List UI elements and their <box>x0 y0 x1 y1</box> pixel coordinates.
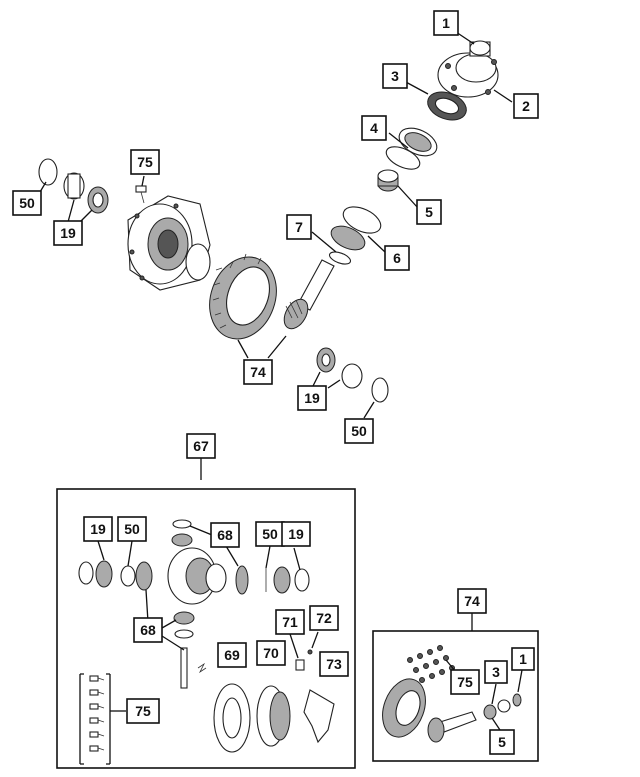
svg-text:50: 50 <box>124 521 140 537</box>
svg-text:74: 74 <box>464 593 480 609</box>
svg-text:67: 67 <box>193 438 209 454</box>
right-bearing-cup <box>341 363 363 389</box>
callout-19-left: 19 <box>53 220 83 246</box>
svg-text:3: 3 <box>492 664 500 680</box>
pinion-gear <box>283 259 335 330</box>
kit67-callout-19-b: 19 <box>281 521 311 547</box>
collapsible-spacer <box>377 169 399 192</box>
svg-text:19: 19 <box>288 526 304 542</box>
kit67-callout-75: 75 <box>126 698 160 724</box>
svg-text:19: 19 <box>304 390 320 406</box>
svg-text:68: 68 <box>140 622 156 638</box>
svg-text:2: 2 <box>522 98 530 114</box>
svg-text:69: 69 <box>224 647 240 663</box>
ring-gear <box>209 253 277 340</box>
svg-text:74: 74 <box>250 364 266 380</box>
kit-75-bracket-right <box>106 673 111 765</box>
left-side-bearing <box>87 186 109 214</box>
svg-text:68: 68 <box>217 527 233 543</box>
kit67-callout-19-a: 19 <box>83 516 113 542</box>
svg-text:1: 1 <box>519 651 527 667</box>
svg-text:1: 1 <box>442 15 450 31</box>
inner-pinion-bearing <box>330 206 382 251</box>
callout-50-low: 50 <box>344 418 374 444</box>
svg-text:71: 71 <box>282 614 298 630</box>
leader-lines-kit67 <box>97 525 319 712</box>
callout-50-left: 50 <box>12 190 42 216</box>
svg-text:5: 5 <box>498 734 506 750</box>
svg-text:5: 5 <box>425 204 433 220</box>
callout-2-top: 2 <box>513 93 539 119</box>
kit67-callout-72: 72 <box>309 605 339 631</box>
kit67-callout-69: 69 <box>217 642 247 668</box>
callout-74-mid: 74 <box>243 359 273 385</box>
outer-pinion-bearing <box>385 127 438 170</box>
pinion-seal <box>427 91 467 121</box>
right-shim <box>371 377 389 403</box>
left-bearing-cup <box>63 172 85 200</box>
kit67-callout-68-a: 68 <box>210 522 240 548</box>
svg-text:4: 4 <box>370 120 378 136</box>
kit-74-parts <box>382 645 522 743</box>
callout-7: 7 <box>286 214 312 240</box>
kit67-callout-50-b: 50 <box>255 521 285 547</box>
pinion-shim <box>328 251 352 265</box>
pinion-flange <box>437 40 499 98</box>
kit67-callout-73: 73 <box>319 651 349 677</box>
svg-text:3: 3 <box>391 68 399 84</box>
kit67-callout-71: 71 <box>275 609 305 635</box>
callout-4-top: 4 <box>361 115 387 141</box>
svg-text:50: 50 <box>19 195 35 211</box>
kit74-callout-3: 3 <box>484 660 508 684</box>
svg-text:50: 50 <box>262 526 278 542</box>
ring-gear-bolt <box>135 185 147 204</box>
kit74-callout-1: 1 <box>511 647 535 671</box>
kit-67-parts <box>78 519 335 753</box>
kit-74-frame <box>372 630 539 762</box>
callout-5-top: 5 <box>416 199 442 225</box>
kit67-callout-70: 70 <box>256 640 286 666</box>
differential-case <box>127 195 211 291</box>
callout-1-top: 1 <box>433 10 459 36</box>
svg-text:50: 50 <box>351 423 367 439</box>
svg-text:7: 7 <box>295 219 303 235</box>
svg-text:75: 75 <box>137 154 153 170</box>
left-shim <box>38 158 58 186</box>
svg-text:73: 73 <box>326 656 342 672</box>
leader-lines-top <box>39 31 513 480</box>
callout-6: 6 <box>384 245 410 271</box>
callout-67: 67 <box>186 433 216 459</box>
kit67-callout-50-a: 50 <box>117 516 147 542</box>
svg-text:75: 75 <box>457 674 473 690</box>
callout-74-kit: 74 <box>457 588 487 614</box>
svg-text:19: 19 <box>90 521 106 537</box>
kit-75-bracket <box>79 673 84 765</box>
kit67-callout-68-b: 68 <box>133 617 163 643</box>
callout-19-low: 19 <box>297 385 327 411</box>
svg-text:72: 72 <box>316 610 332 626</box>
svg-text:70: 70 <box>263 645 279 661</box>
svg-text:19: 19 <box>60 225 76 241</box>
callout-3-top: 3 <box>382 63 408 89</box>
svg-text:6: 6 <box>393 250 401 266</box>
kit-67-frame <box>56 488 356 769</box>
svg-text:75: 75 <box>135 703 151 719</box>
right-side-bearing <box>316 347 336 373</box>
kit74-callout-5: 5 <box>489 729 515 755</box>
callout-75-top: 75 <box>130 149 160 175</box>
kit74-callout-75: 75 <box>450 669 480 695</box>
